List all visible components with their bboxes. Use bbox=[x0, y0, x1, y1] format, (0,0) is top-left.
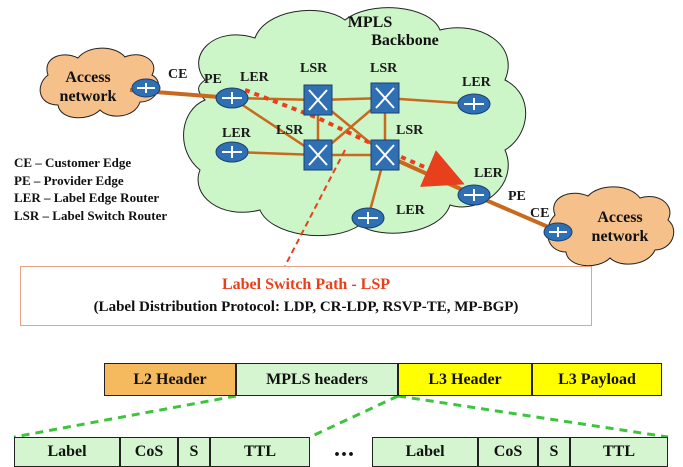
router-ce-left bbox=[131, 78, 161, 98]
cloud-title-line1: MPLS bbox=[347, 14, 393, 31]
label-entry-left-label: Label bbox=[14, 437, 120, 467]
packet-l2-header: L2 Header bbox=[104, 363, 236, 396]
packet-mpls-headers: MPLS headers bbox=[236, 363, 398, 396]
access-left-line2: network bbox=[59, 88, 117, 105]
access-right-line2: network bbox=[591, 228, 649, 245]
label-lsr-mid-1: LSR bbox=[276, 123, 304, 138]
legend-item-lsr: LSR – Label Switch Router bbox=[14, 207, 168, 223]
lsp-title: Label Switch Path - LSP bbox=[221, 276, 390, 293]
label-entry-left-cos: CoS bbox=[120, 437, 178, 467]
label-lsr-top-1: LSR bbox=[300, 61, 328, 76]
label-ler-mid-left: LER bbox=[222, 126, 251, 141]
access-network-right: Access network bbox=[582, 208, 658, 246]
label-ler-top-right: LER bbox=[462, 75, 491, 90]
label-entry-left-ttl: TTL bbox=[210, 437, 310, 467]
access-right-line1: Access bbox=[597, 209, 643, 226]
access-left-line1: Access bbox=[65, 69, 111, 86]
label-entry-right-label: Label bbox=[372, 437, 478, 467]
switch-lsr-top-1 bbox=[303, 84, 333, 116]
label-pe-left: PE bbox=[204, 72, 222, 87]
cloud-subtitle: Backbone bbox=[360, 32, 450, 50]
router-ler-right bbox=[457, 184, 491, 206]
legend-item-pe: PE – Provider Edge bbox=[14, 172, 124, 188]
switch-lsr-mid-1 bbox=[303, 139, 333, 171]
label-entry-right-cos: CoS bbox=[478, 437, 538, 467]
label-pe-right: PE bbox=[508, 189, 526, 204]
cloud-title-line2: Backbone bbox=[371, 32, 439, 49]
legend-item-ce: CE – Customer Edge bbox=[14, 155, 132, 170]
legend: CE – Customer Edge PE – Provider Edge LE… bbox=[14, 154, 167, 224]
access-cloud-right bbox=[546, 186, 675, 267]
router-ler-mid-left bbox=[215, 141, 249, 163]
lsp-subtitle: (Label Distribution Protocol: LDP, CR-LD… bbox=[93, 299, 519, 315]
legend-item-ler: LER – Label Edge Router bbox=[14, 190, 160, 205]
switch-lsr-top-2 bbox=[370, 82, 400, 114]
label-ler-bottom: LER bbox=[396, 203, 425, 218]
label-ler-right: LER bbox=[474, 166, 503, 181]
packet-l3-header: L3 Header bbox=[398, 363, 532, 396]
router-ler-top-right bbox=[457, 93, 491, 115]
lsp-callout-line bbox=[284, 149, 346, 267]
label-entry-right-s: S bbox=[538, 437, 570, 467]
packet-l3-payload: L3 Payload bbox=[532, 363, 662, 396]
lsp-callout-box: Label Switch Path - LSP (Label Distribut… bbox=[20, 266, 592, 326]
label-lsr-mid-2: LSR bbox=[396, 123, 424, 138]
router-ce-right bbox=[543, 222, 573, 242]
router-ler-bottom bbox=[351, 207, 385, 229]
router-pe-left bbox=[215, 87, 249, 109]
cloud-title: MPLS bbox=[330, 14, 410, 32]
label-entry-left-s: S bbox=[178, 437, 210, 467]
label-ce-left: CE bbox=[168, 67, 188, 82]
label-ce-right: CE bbox=[530, 206, 550, 221]
ellipsis: ... bbox=[334, 436, 355, 462]
expand-lines bbox=[13, 394, 669, 439]
label-lsr-top-2: LSR bbox=[370, 61, 398, 76]
access-network-left: Access network bbox=[52, 68, 124, 106]
label-ler-top-left: LER bbox=[240, 70, 269, 85]
label-entry-right-ttl: TTL bbox=[570, 437, 668, 467]
switch-lsr-mid-2 bbox=[370, 139, 400, 171]
